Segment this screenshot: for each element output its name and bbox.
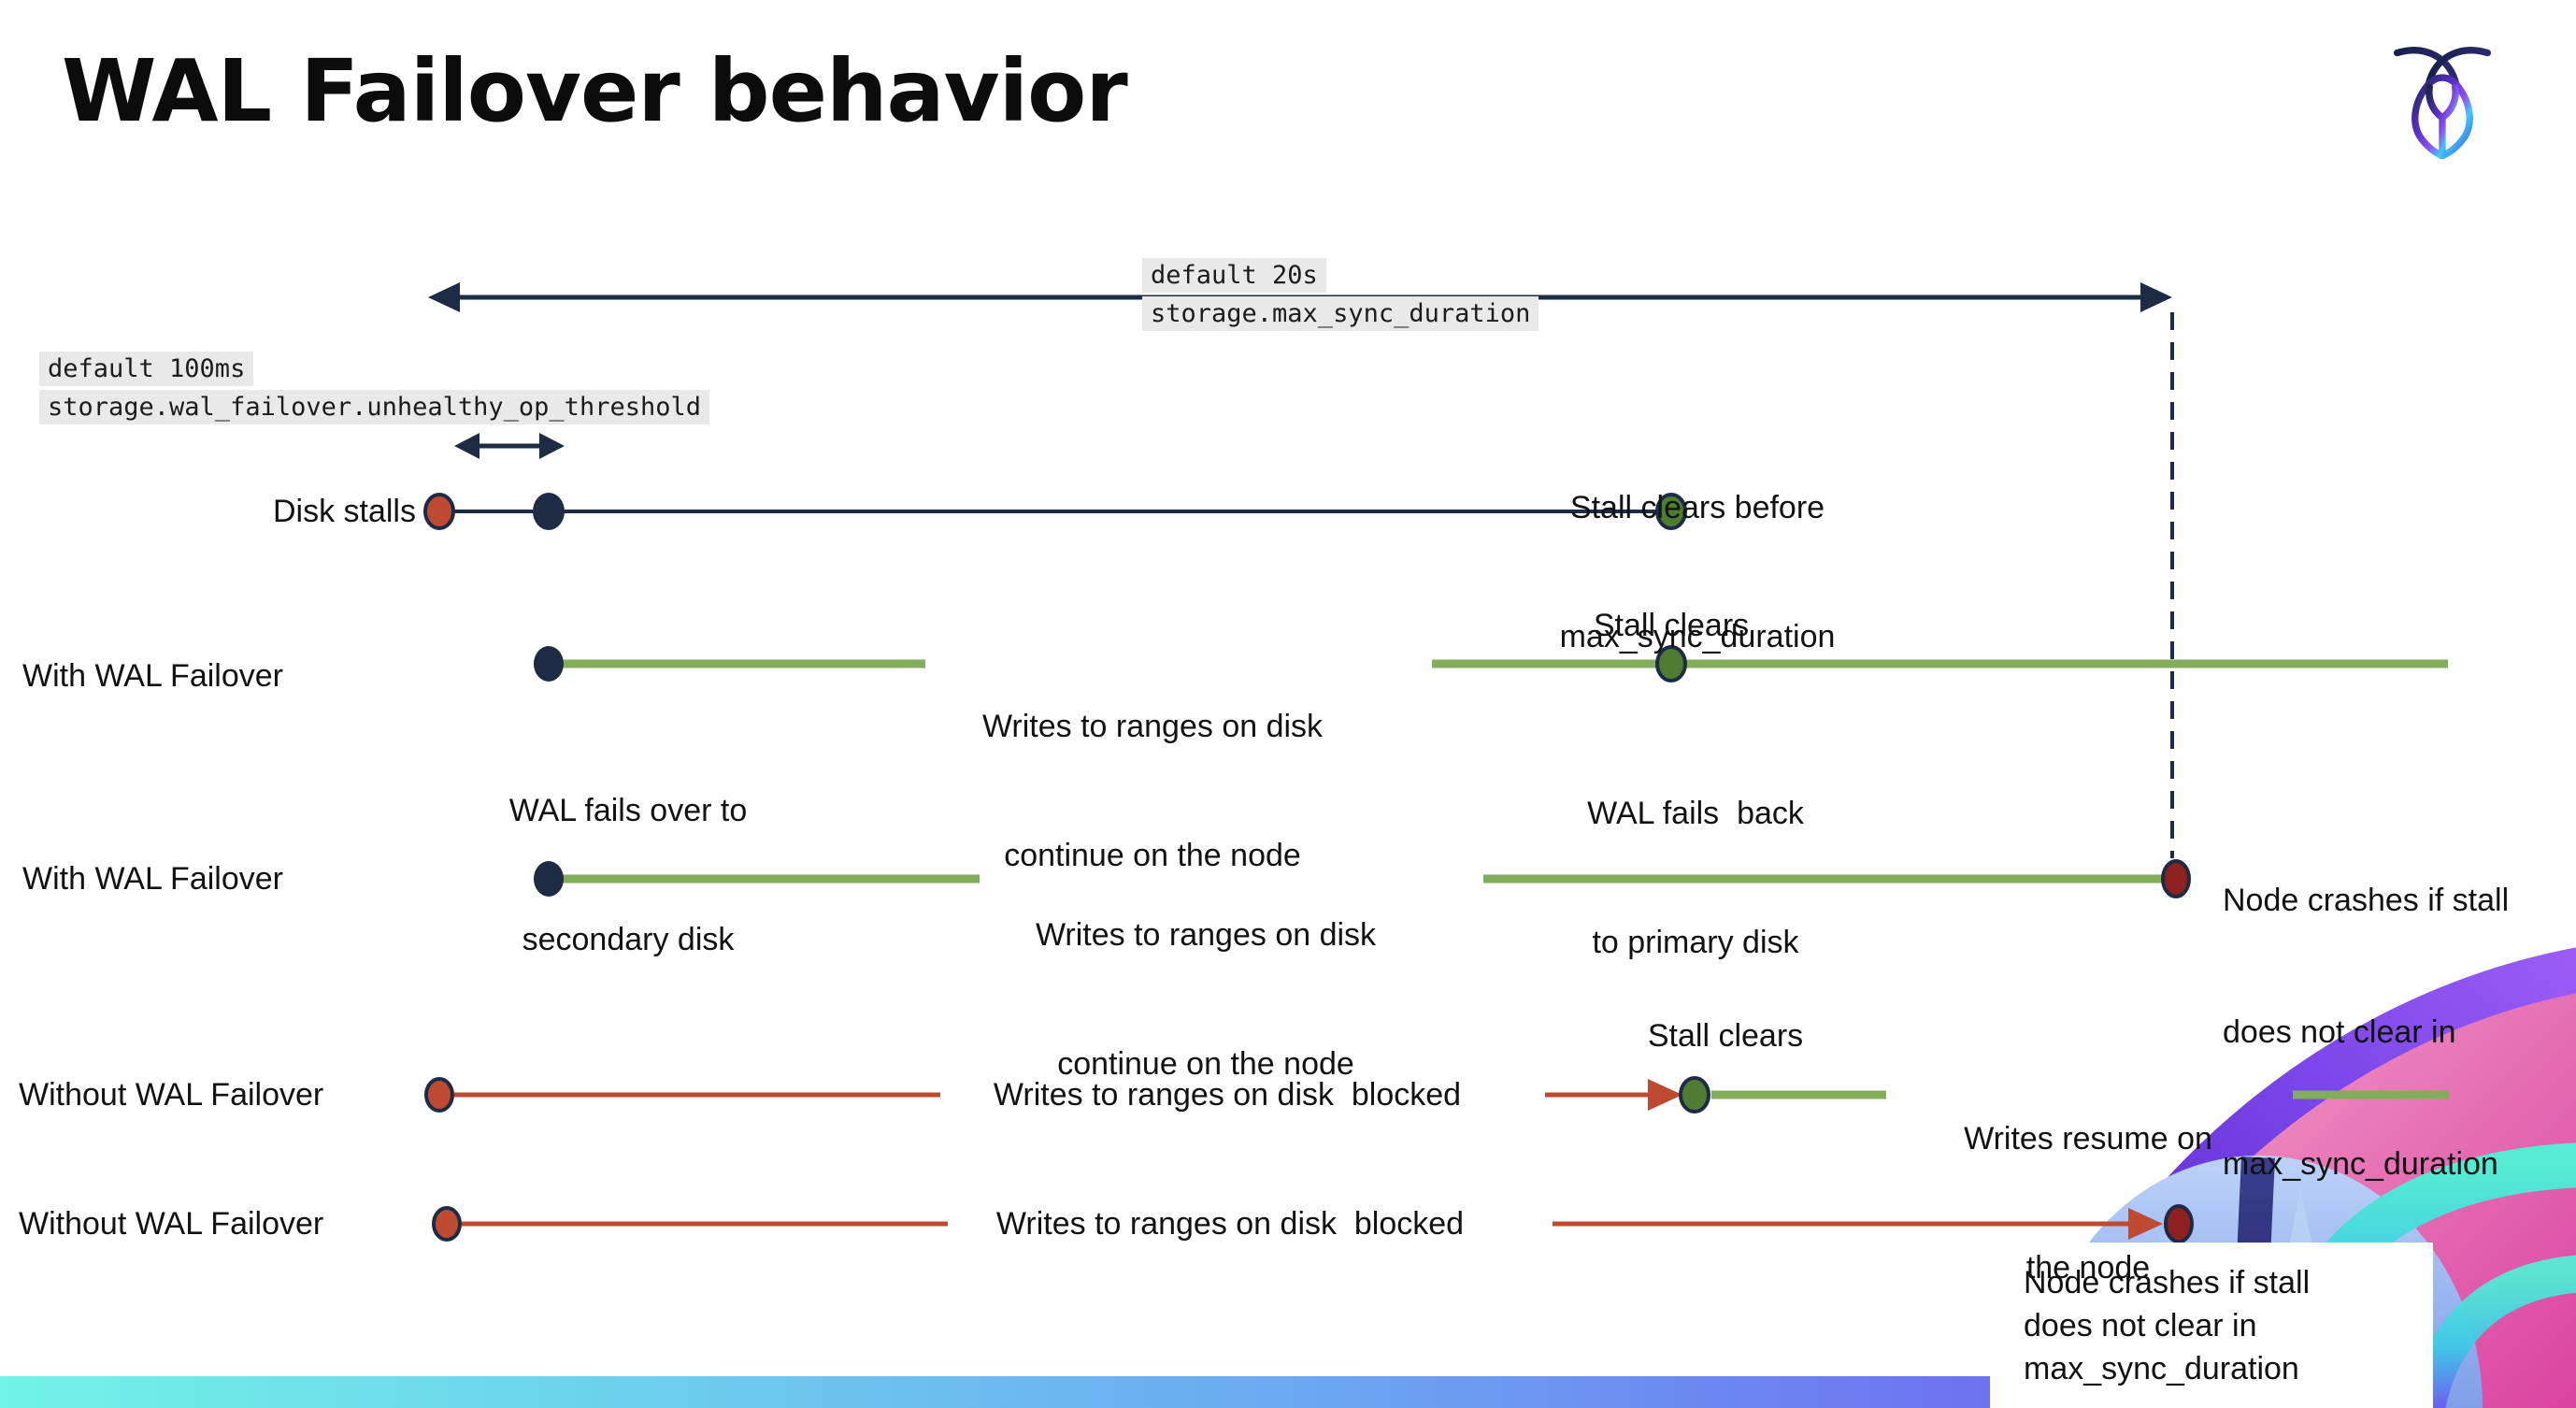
label-line: continue on the node <box>1004 838 1301 873</box>
label-line: Node crashes if stall <box>2223 883 2510 918</box>
stall-clears-label-1: Stall clears <box>1593 608 1750 643</box>
label-line: the node <box>2025 1250 2151 1286</box>
timeline-with-failover-clears <box>534 645 2448 682</box>
label-line: to primary disk <box>1592 925 1799 960</box>
writes-continue-label-2: Writes to ranges on disk continue on the… <box>1036 827 1376 1171</box>
label-line: max_sync_duration <box>2024 1351 2299 1386</box>
wal-fails-back-label: WAL fails back to primary disk <box>1587 706 1804 1050</box>
label-line: Writes to ranges on disk <box>981 709 1324 744</box>
page-title: WAL Failover behavior <box>62 41 1128 141</box>
label-line: secondary disk <box>522 922 735 957</box>
unhealthy-op-default-badge: default 100ms <box>39 352 254 386</box>
stall-clears-before-label: Stall clears before max_sync_duration <box>1560 400 1836 744</box>
logo-strokes <box>2393 47 2492 159</box>
dot-node-crash-2 <box>2164 1204 2194 1243</box>
dot-blocked-start-1 <box>424 1077 454 1113</box>
label-line: WAL fails back <box>1587 796 1804 831</box>
row-label-with-wal-failover-2: With WAL Failover <box>22 861 283 897</box>
label-line: does not clear in <box>2024 1308 2257 1343</box>
row-label-with-wal-failover-1: With WAL Failover <box>22 658 283 694</box>
timeline-with-failover-crash <box>534 859 2191 898</box>
unhealthy-op-threshold-arrow <box>454 433 565 459</box>
blocked-arrowhead-1 <box>1648 1079 1682 1111</box>
label-line: Writes to ranges on disk <box>1035 917 1377 953</box>
dot-threshold <box>533 493 565 530</box>
label-line: max_sync_duration <box>2223 1146 2498 1182</box>
writes-blocked-label-1: Writes to ranges on disk blocked <box>993 1077 1462 1113</box>
label-line: Node crashes if stall <box>2024 1265 2311 1300</box>
unhealthy-op-setting-badge: storage.wal_failover.unhealthy_op_thresh… <box>39 390 709 424</box>
max-sync-default-badge: default 20s <box>1142 258 1326 293</box>
dot-stall-clears-late <box>1679 1076 1710 1113</box>
dot-failover <box>534 646 564 682</box>
label-line: does not clear in <box>2223 1014 2456 1050</box>
timeline-without-failover-crash <box>432 1204 2194 1243</box>
dot-node-crash-1 <box>2161 859 2191 898</box>
timeline-without-failover-clears <box>424 1076 2449 1113</box>
cockroachdb-logo-icon <box>2393 47 2492 159</box>
blocked-arrowhead-2 <box>2128 1208 2163 1240</box>
max-sync-setting-badge: storage.max_sync_duration <box>1142 296 1539 331</box>
wal-fails-over-label: WAL fails over to secondary disk <box>509 703 747 1047</box>
row-label-without-wal-failover-1: Without WAL Failover <box>19 1077 324 1113</box>
timeline-disk-stalls <box>423 493 1687 530</box>
writes-resume-label: Writes resume on the node <box>1964 1031 2212 1375</box>
writes-continue-label-1: Writes to ranges on disk continue on the… <box>982 619 1323 963</box>
writes-blocked-label-2: Writes to ranges on disk blocked <box>995 1206 1465 1242</box>
label-line: max_sync_duration <box>1559 619 1836 654</box>
dot-stall-start <box>423 493 455 530</box>
row-label-disk-stalls: Disk stalls <box>272 494 416 529</box>
dot-failback <box>1655 645 1687 682</box>
node-crashes-label-2: Node crashes if stall does not clear in … <box>2024 1261 2310 1390</box>
label-line: continue on the node <box>1057 1046 1354 1082</box>
label-line: Stall clears before <box>1569 490 1825 525</box>
dot-stall-clears-early <box>1655 493 1687 530</box>
label-line: Writes resume on <box>1964 1121 2212 1157</box>
row-label-without-wal-failover-2: Without WAL Failover <box>19 1206 324 1242</box>
stall-clears-label-2: Stall clears <box>1647 1018 1804 1054</box>
dot-blocked-start-2 <box>432 1206 462 1242</box>
dot-failover-2 <box>534 861 564 897</box>
node-crashes-label-1: Node crashes if stall does not clear in … <box>2223 791 2509 1274</box>
node-crashes-callout: Node crashes if stall does not clear in … <box>1990 1243 2433 1408</box>
label-line: WAL fails over to <box>508 793 748 828</box>
